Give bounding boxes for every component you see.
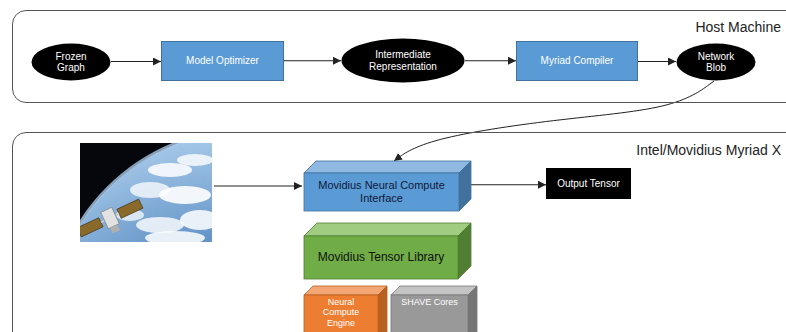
satellite-photo: [80, 143, 212, 242]
region-title: Host Machine: [695, 19, 781, 35]
solar-panel: [117, 199, 143, 218]
hardware-block-outline: [391, 286, 477, 332]
output-box: Output Tensor: [546, 168, 631, 199]
ellipse-shape: [32, 44, 111, 81]
block-top-face: [391, 286, 477, 295]
process-box: Model Optimizer: [161, 41, 284, 81]
block-top-face: [304, 223, 471, 236]
hardware-block: Neural Compute Engine: [304, 286, 387, 332]
rect-shape: [517, 42, 638, 81]
node-label: Frozen Graph: [46, 51, 96, 74]
block-front-face: [304, 295, 378, 332]
text-face: Output Tensor: [546, 168, 631, 199]
text-face: Neural Compute Engine: [304, 295, 378, 332]
node-label: Output Tensor: [557, 178, 620, 190]
node-label: Movidius Neural Compute Interface: [312, 179, 452, 204]
text-face: Movidius Neural Compute Interface: [304, 173, 459, 211]
cloud: [180, 210, 212, 230]
node-label: Network Blob: [691, 51, 741, 74]
rect-shape: [547, 169, 631, 199]
flow-arrow: [638, 61, 676, 62]
input-arrow: [214, 186, 302, 187]
ellipse-shape: [342, 39, 465, 83]
node-label: Movidius Tensor Library: [318, 251, 445, 265]
spacecraft: [80, 195, 147, 242]
layer-block: Movidius Tensor Library: [304, 223, 471, 279]
cloud: [177, 154, 212, 166]
text-face: Intermediate Representation: [341, 38, 465, 83]
text-face: Frozen Graph: [31, 43, 111, 81]
cloud-cover: [116, 154, 212, 242]
block-front-face: [391, 295, 468, 332]
block-top-face: [304, 161, 471, 173]
solar-panel: [80, 218, 103, 237]
flow-arrow: [465, 60, 516, 61]
block-side-face: [459, 161, 471, 211]
text-face: Movidius Tensor Library: [304, 236, 458, 279]
atmosphere-glow: [80, 143, 212, 242]
text-face: Myriad Compiler: [516, 41, 638, 81]
cloud: [159, 186, 211, 204]
node-label: SHAVE Cores: [401, 297, 457, 307]
block-side-face: [378, 286, 387, 332]
block-side-face: [458, 223, 471, 279]
node-label: Myriad Compiler: [541, 55, 614, 67]
rect-shape: [162, 42, 284, 81]
data-ellipse: Intermediate Representation: [341, 38, 465, 83]
node-label: Neural Compute Engine: [315, 297, 367, 328]
node-label: Intermediate Representation: [366, 49, 441, 72]
text-face: SHAVE Cores: [391, 295, 468, 332]
cloud: [136, 217, 184, 233]
region-band: Frozen Graph Model Optimizer Intermediate …: [12, 10, 786, 103]
node-label: Model Optimizer: [186, 55, 259, 67]
ellipse-shape: [677, 44, 756, 81]
region-title: Intel/Movidius Myriad X: [636, 142, 781, 158]
hardware-block: SHAVE Cores: [391, 286, 477, 332]
docking-module: [110, 224, 120, 233]
region-band: Movidius Neural Compute Interface Output …: [12, 132, 786, 332]
flow-arrow: [471, 184, 546, 185]
earth-globe: [80, 143, 212, 242]
text-face: Network Blob: [676, 43, 756, 81]
data-ellipse: Network Blob: [676, 43, 756, 81]
block-top-face: [304, 286, 387, 295]
data-ellipse: Frozen Graph: [31, 43, 111, 81]
flow-arrow: [111, 61, 161, 62]
flow-arrow: [284, 60, 341, 61]
block-front-face: [304, 173, 459, 211]
cloud: [148, 163, 192, 177]
process-box: Myriad Compiler: [516, 41, 638, 81]
layer-block: Movidius Neural Compute Interface: [304, 161, 471, 211]
block-front-face: [304, 236, 458, 279]
block-side-face: [468, 286, 477, 332]
cloud: [145, 231, 205, 242]
text-face: Model Optimizer: [161, 41, 284, 81]
